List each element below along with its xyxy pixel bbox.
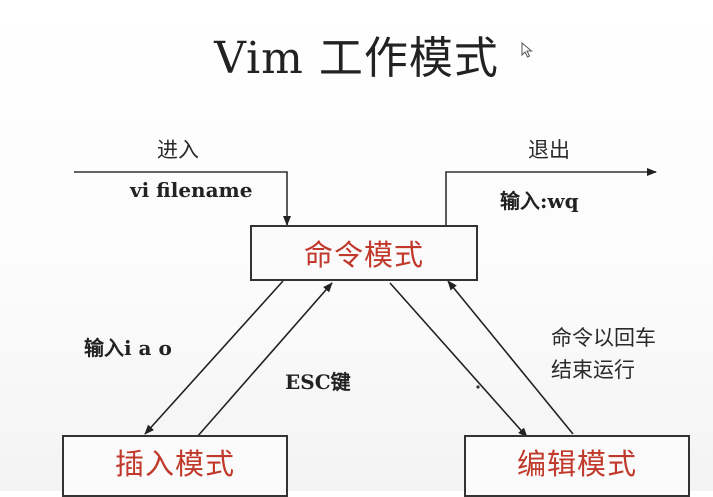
edit-mode-box: 编辑模式 (464, 435, 690, 497)
enter-label: 进入 (157, 138, 199, 162)
exit-command-label: 输入:wq (500, 189, 579, 213)
run-note-line1: 命令以回车 (551, 326, 656, 350)
insert-to-command-arrow (196, 282, 333, 438)
enter-arrow (74, 171, 291, 226)
stray-dot (476, 385, 480, 389)
edit-to-command-arrow (447, 280, 574, 435)
exit-arrow (445, 168, 657, 225)
to-insert-label: 输入i a o (84, 336, 172, 360)
edit-mode-label: 编辑模式 (516, 447, 637, 481)
command-mode-label: 命令模式 (303, 238, 424, 272)
run-note-line2: 结束运行 (551, 358, 635, 382)
command-to-insert-arrow (144, 280, 284, 435)
slide-title: Vim 工作模式 (214, 33, 499, 84)
insert-mode-box: 插入模式 (62, 435, 288, 497)
esc-key-label: ESC键 (285, 370, 351, 394)
enter-command-label: vi filename (130, 178, 253, 202)
mouse-pointer-icon (521, 41, 533, 62)
command-mode-box: 命令模式 (250, 225, 478, 281)
command-to-edit-arrow (389, 282, 528, 438)
exit-label: 退出 (528, 138, 570, 162)
insert-mode-label: 插入模式 (114, 447, 235, 481)
